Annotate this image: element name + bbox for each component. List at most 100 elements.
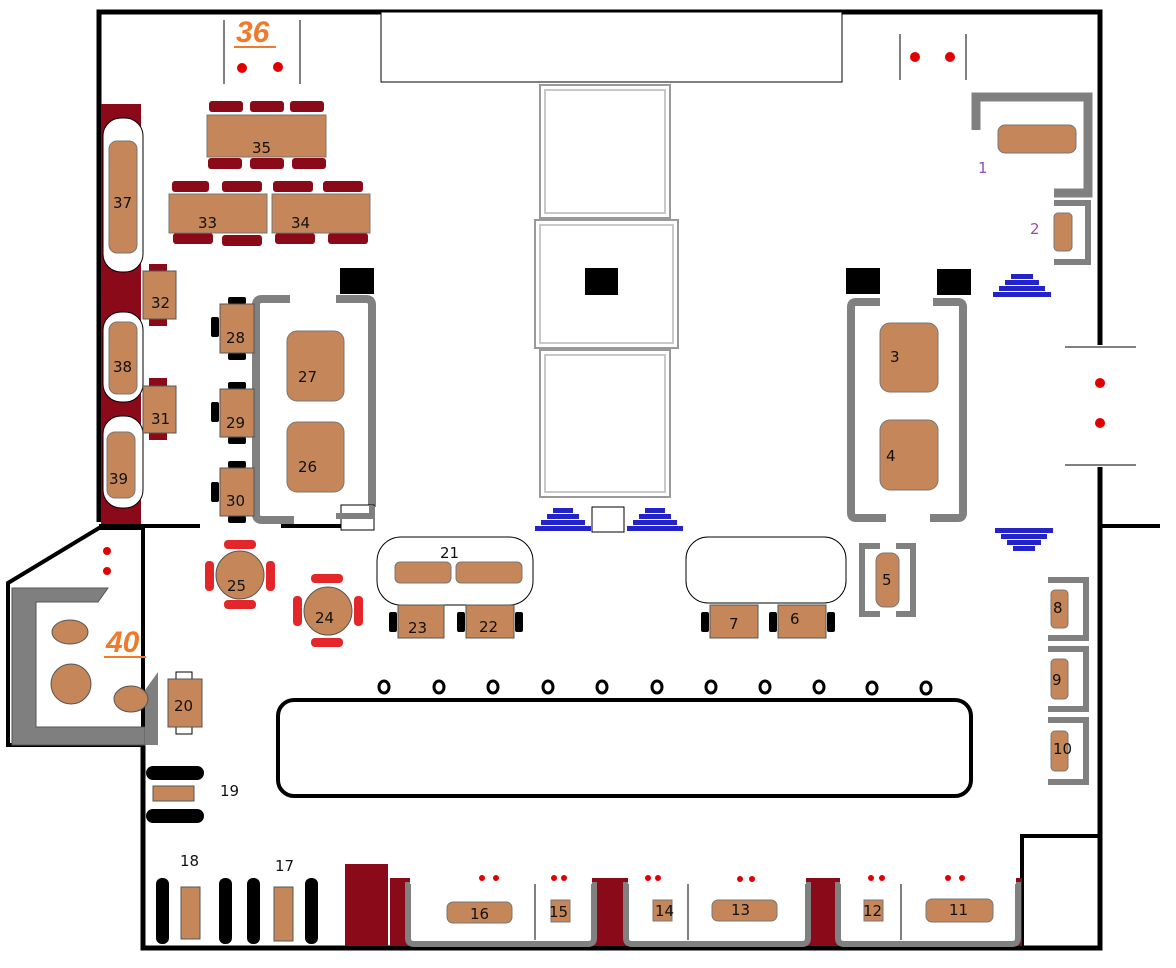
door-dot bbox=[1095, 378, 1105, 388]
table-10[interactable]: 10 bbox=[1048, 717, 1089, 785]
section-40-label: 40 bbox=[105, 626, 140, 659]
table-15[interactable]: 15 bbox=[549, 899, 571, 923]
booth-left-26-27 bbox=[252, 295, 294, 524]
table-31[interactable]: 31 bbox=[142, 378, 177, 440]
bar-stools bbox=[377, 679, 933, 696]
table-33[interactable]: 33 bbox=[168, 181, 268, 246]
table-21[interactable]: 21 bbox=[376, 536, 534, 606]
table-2[interactable]: 2 bbox=[1030, 212, 1073, 252]
table-16-label: 16 bbox=[470, 905, 489, 923]
section-36-label: 36 bbox=[236, 16, 270, 49]
table-7-label: 7 bbox=[729, 615, 739, 633]
high-table-6-7 bbox=[685, 536, 847, 604]
table-4-label: 4 bbox=[886, 447, 896, 465]
table-32[interactable]: 32 bbox=[142, 264, 177, 326]
table-24[interactable]: 24 bbox=[293, 574, 363, 647]
table-3[interactable]: 3 bbox=[879, 322, 939, 393]
section-40-underline bbox=[104, 656, 146, 658]
table-8-label: 8 bbox=[1053, 599, 1063, 617]
table-19[interactable]: 19 bbox=[146, 766, 239, 823]
table-20[interactable]: 20 bbox=[167, 671, 203, 735]
door-40 bbox=[103, 547, 111, 575]
table-25[interactable]: 25 bbox=[205, 540, 275, 609]
table-13-label: 13 bbox=[731, 901, 750, 919]
table-11[interactable]: 11 bbox=[925, 898, 994, 923]
table-5[interactable]: 5 bbox=[859, 543, 916, 617]
bar-counter bbox=[276, 698, 973, 798]
table-9-label: 9 bbox=[1052, 671, 1062, 689]
bottom-door-dots bbox=[479, 875, 965, 882]
stairs bbox=[535, 274, 1053, 551]
table-16[interactable]: 16 bbox=[446, 901, 513, 924]
table-30-label: 30 bbox=[226, 492, 245, 510]
table-39-label: 39 bbox=[109, 470, 128, 488]
table-37[interactable]: 37 bbox=[108, 140, 138, 254]
table-24-label: 24 bbox=[315, 609, 334, 627]
booth-table-2 bbox=[1054, 200, 1091, 265]
table-1[interactable]: 1 bbox=[978, 124, 1077, 177]
table-29-label: 29 bbox=[226, 414, 245, 432]
booth-table-1 bbox=[971, 92, 1093, 198]
table-34[interactable]: 34 bbox=[271, 181, 371, 244]
table-8[interactable]: 8 bbox=[1048, 577, 1089, 641]
section-40-tables[interactable] bbox=[50, 619, 149, 713]
table-28-label: 28 bbox=[226, 329, 245, 347]
table-26[interactable]: 26 bbox=[286, 421, 345, 493]
kitchen-counter bbox=[380, 11, 843, 83]
table-33-label: 33 bbox=[198, 214, 217, 232]
table-38[interactable]: 38 bbox=[108, 321, 138, 395]
table-10-label: 10 bbox=[1053, 740, 1072, 758]
stage-speaker bbox=[585, 268, 618, 295]
table-28[interactable]: 28 bbox=[211, 297, 255, 360]
table-18-label: 18 bbox=[180, 852, 199, 870]
table-17[interactable]: 17 bbox=[247, 857, 318, 944]
table-19-label: 19 bbox=[220, 782, 239, 800]
stairs-left bbox=[535, 508, 591, 531]
table-31-label: 31 bbox=[151, 410, 170, 428]
table-35-label: 35 bbox=[252, 139, 271, 157]
table-22-label: 22 bbox=[479, 618, 498, 636]
table-6[interactable]: 6 bbox=[769, 604, 835, 639]
table-23[interactable]: 23 bbox=[389, 604, 445, 639]
table-13[interactable]: 13 bbox=[711, 899, 778, 922]
door-36 bbox=[223, 20, 301, 84]
table-14[interactable]: 14 bbox=[652, 899, 674, 922]
table-26-label: 26 bbox=[298, 458, 317, 476]
table-6-label: 6 bbox=[790, 610, 800, 628]
table-14-label: 14 bbox=[655, 902, 674, 920]
table-5-label: 5 bbox=[882, 571, 892, 589]
table-17-label: 17 bbox=[275, 857, 294, 875]
table-20-label: 20 bbox=[174, 697, 193, 715]
table-11-label: 11 bbox=[949, 901, 968, 919]
table-34-label: 34 bbox=[291, 214, 310, 232]
table-22[interactable]: 22 bbox=[457, 604, 523, 639]
stairs-mid-right bbox=[995, 528, 1053, 551]
table-29[interactable]: 29 bbox=[211, 382, 255, 444]
section-40-wall bbox=[6, 526, 158, 747]
table-39[interactable]: 39 bbox=[106, 431, 136, 499]
stage-platform bbox=[534, 84, 679, 498]
booth-right-3-4 bbox=[930, 298, 967, 522]
stairs-top-right bbox=[993, 274, 1051, 297]
table-21-label: 21 bbox=[440, 544, 459, 562]
table-27[interactable]: 27 bbox=[286, 330, 345, 402]
speakers bbox=[340, 268, 971, 295]
table-12[interactable]: 12 bbox=[863, 899, 884, 922]
table-15-label: 15 bbox=[549, 903, 568, 921]
stage-frame-lines bbox=[539, 89, 674, 493]
table-30[interactable]: 30 bbox=[211, 461, 255, 523]
table-9[interactable]: 9 bbox=[1048, 646, 1089, 712]
entrance-right bbox=[1065, 346, 1136, 466]
table-23-label: 23 bbox=[408, 619, 427, 637]
table-18[interactable]: 18 bbox=[156, 852, 232, 944]
table-7[interactable]: 7 bbox=[701, 604, 759, 639]
table-4[interactable]: 4 bbox=[879, 419, 939, 491]
table-35[interactable]: 35 bbox=[206, 101, 327, 169]
table-27-label: 27 bbox=[298, 368, 317, 386]
bottom-door-block bbox=[345, 864, 388, 946]
door-dot bbox=[1095, 418, 1105, 428]
table-25-label: 25 bbox=[227, 577, 246, 595]
table-3-label: 3 bbox=[890, 348, 900, 366]
table-2-label: 2 bbox=[1030, 220, 1040, 238]
